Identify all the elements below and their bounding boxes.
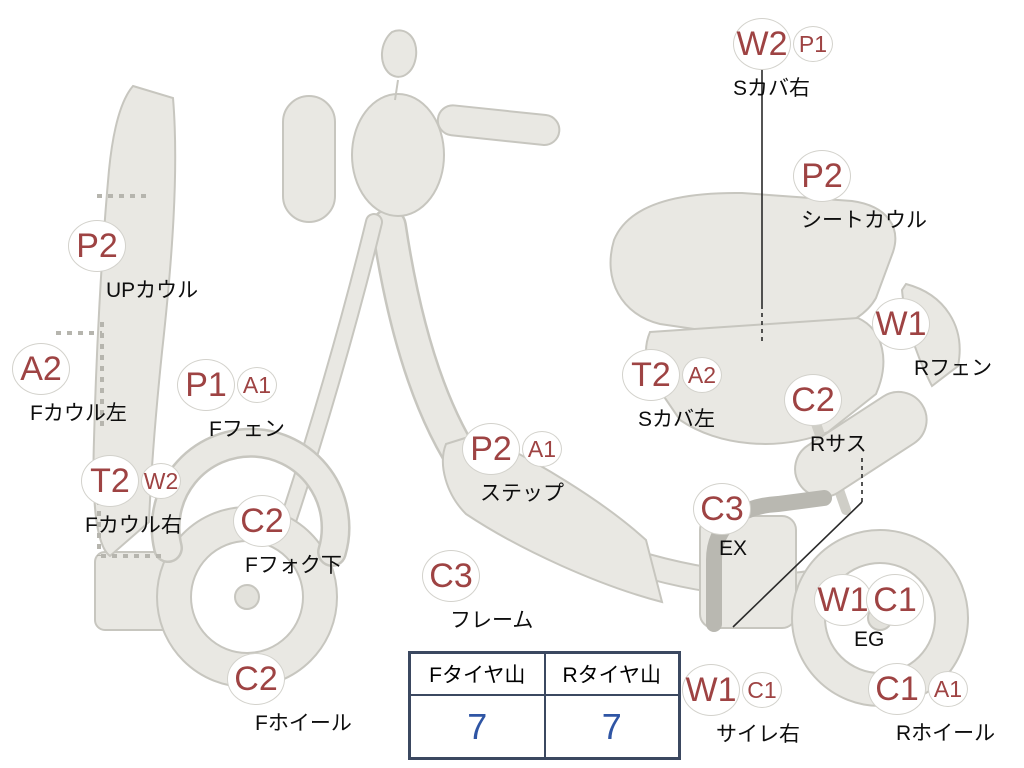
part-label-exhaust: C3 EX: [693, 483, 751, 561]
grade-badge: P2: [68, 220, 126, 272]
grade-badge-sub: W2: [141, 463, 181, 499]
part-name: Fフェン: [209, 418, 285, 441]
part-name: Rサス: [810, 433, 867, 456]
grade-badge: W2: [733, 18, 791, 70]
grade-badge: C2: [227, 653, 285, 705]
mirror-shape: [381, 29, 418, 78]
tire-table-value-front: 7: [410, 695, 545, 758]
handle-cover-shape: [282, 95, 336, 223]
part-label-seat-cowl: P2 シートカウル: [793, 150, 927, 234]
grade-badge: C2: [233, 495, 291, 547]
part-label-f-wheel: C2 Fホイール: [227, 653, 352, 737]
part-name: Rホイール: [896, 722, 996, 745]
connector-lines: [732, 68, 863, 628]
grade-badge-sub: A2: [682, 357, 722, 393]
front-wheel-shape: [156, 506, 338, 688]
part-name: EX: [719, 537, 748, 560]
front-fender-shape: [150, 427, 351, 567]
part-name: Fカウル右: [85, 514, 182, 537]
part-label-f-cowl-left: A2 Fカウル左: [12, 343, 127, 427]
grade-badge: C1: [868, 663, 926, 715]
grade-badge: T2: [81, 455, 139, 507]
part-name: Rフェン: [914, 357, 993, 380]
part-name: シートカウル: [801, 209, 927, 232]
grade-badge-sub: A1: [522, 431, 562, 467]
grade-badge-sub: C1: [742, 672, 782, 708]
grip-shape: [436, 104, 561, 146]
tire-table-header-rear: Rタイヤ山: [544, 653, 679, 695]
grade-badge: T2: [622, 349, 680, 401]
mirror-stem-shape: [394, 79, 399, 101]
part-name: サイレ右: [716, 723, 800, 746]
part-name: フレーム: [450, 609, 534, 632]
grade-badge: P1: [177, 359, 235, 411]
front-cowl-shape: [92, 84, 177, 558]
part-name: Sカバ右: [733, 77, 811, 100]
grade-badge: C1: [866, 574, 924, 626]
part-label-r-suspension: C2 Rサス: [784, 374, 867, 458]
tire-tread-table: Fタイヤ山 Rタイヤ山 7 7: [408, 651, 681, 760]
grade-badge: W1: [682, 664, 740, 716]
grade-badge-sub: A1: [237, 367, 277, 403]
grade-badge-sub: P1: [793, 26, 833, 62]
grade-badge: C2: [784, 374, 842, 426]
grade-badge: C3: [693, 483, 751, 535]
part-label-f-fork-lower: C2 Fフォク下: [233, 495, 342, 579]
floor-deck-shape: [441, 432, 664, 604]
part-name: ステップ: [480, 482, 564, 505]
tire-table-header-front: Fタイヤ山: [410, 653, 545, 695]
part-name: Sカバ左: [638, 408, 716, 431]
part-name: Fフォク下: [245, 554, 342, 577]
grade-badge: W1: [872, 298, 930, 350]
muffler-shape: [794, 390, 928, 498]
headlight-shape: [351, 93, 445, 217]
grade-badge-sub: A1: [928, 671, 968, 707]
part-name: EG: [854, 628, 885, 651]
grade-badge: A2: [12, 343, 70, 395]
grade-badge: P2: [793, 150, 851, 202]
part-name: UPカウル: [106, 279, 199, 302]
seat-shape: [609, 191, 897, 339]
part-name: Fホイール: [255, 712, 352, 735]
part-label-frame: C3 フレーム: [422, 550, 533, 634]
grade-badge: W1: [814, 574, 872, 626]
part-label-up-cowl: P2 UPカウル: [68, 220, 198, 304]
part-label-r-fender: W1 Rフェン: [872, 298, 992, 382]
tire-table-value-rear: 7: [544, 695, 679, 758]
grade-badge: C3: [422, 550, 480, 602]
part-name: Fカウル左: [30, 402, 127, 425]
grade-badge: P2: [462, 423, 520, 475]
